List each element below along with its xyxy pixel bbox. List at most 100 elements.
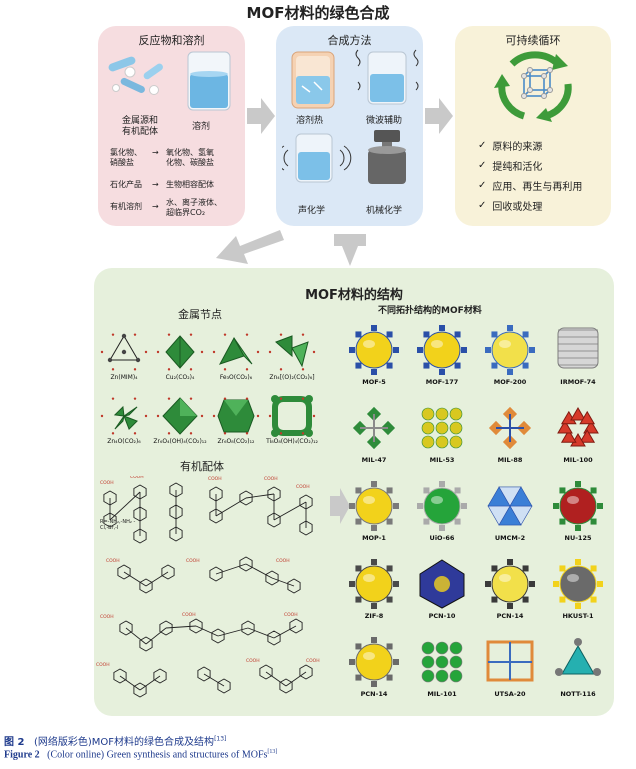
reactants-title: 反应物和溶剂 <box>138 34 205 47</box>
carboxyl-group-label: COOH <box>166 476 180 478</box>
nodes-title: 金属节点 <box>178 308 222 321</box>
mof-structure-icon <box>557 407 599 447</box>
metal-nodes-grid <box>100 333 316 437</box>
mof-structure-icon <box>349 637 399 687</box>
figure-title: MOF材料的绿色合成 <box>246 4 390 22</box>
benzene-ring-icon <box>119 620 133 636</box>
carboxyl-group-label: COOH <box>306 658 320 664</box>
carboxyl-group-label: COOH <box>276 558 290 564</box>
solvent-beaker-icon <box>187 51 231 111</box>
ligands-title: 有机配体 <box>180 460 224 473</box>
carboxyl-group-label: COOH <box>186 558 200 564</box>
metal-node-label: Zr₆O₈(CO₂)₁₂ <box>217 438 255 445</box>
benzene-ring-icon <box>209 566 223 582</box>
carboxyl-group-label: COOH <box>284 612 298 618</box>
metal-node-label: Ti₈O₈(OH)₄(CO₂)₁₂ <box>266 438 318 445</box>
mof-label: MIL-100 <box>563 456 593 464</box>
metal-node-label: Zn₄[(O)₂(CO₂)₆] <box>269 374 315 381</box>
mof-label: MOF-5 <box>362 378 386 386</box>
sonochemistry-icon <box>282 133 352 183</box>
bond-line <box>125 627 147 645</box>
mof-label: MIL-101 <box>427 690 457 698</box>
mof-structure-icon <box>421 641 463 683</box>
mof-structure-icon <box>554 638 602 676</box>
metal-node-icon <box>100 333 148 371</box>
caption-cn: 图 2 (网络版彩色)MOF材料的绿色合成及结构[13] <box>4 735 227 748</box>
metal-node-icon <box>268 395 316 437</box>
mof-label: MIL-53 <box>429 456 455 464</box>
metal-node-icon <box>156 397 204 435</box>
bond-line <box>215 497 247 517</box>
bond-line <box>273 501 307 521</box>
bond-line <box>165 625 197 629</box>
metal-node-label: Zn(MIM)₄ <box>110 374 138 381</box>
method-label: 溶剂热 <box>296 116 324 126</box>
method-label: 微波辅助 <box>366 116 403 126</box>
arrow-icon: → <box>152 202 159 211</box>
mof-label: NOTT-116 <box>560 690 596 698</box>
mof-label: ZIF-8 <box>364 612 384 620</box>
benzene-ring-icon <box>287 578 301 594</box>
mof-structure-icon <box>352 406 396 450</box>
mof-label: UTSA-20 <box>494 690 526 698</box>
benzene-ring-icon <box>133 682 147 698</box>
benzene-ring-icon <box>133 528 147 544</box>
mof-structure-icon <box>419 559 465 609</box>
carboxyl-group-label: COOH <box>246 658 260 664</box>
reactant-row-1-right: 氧化物、氢氧 化物、碳酸盐 <box>166 148 214 167</box>
mof-structure-icon <box>349 481 399 531</box>
pill-icon <box>108 56 163 95</box>
carboxyl-group-label: COOH <box>106 558 120 564</box>
metal-node-label: Zn₄O(CO₂)₆ <box>107 438 141 445</box>
mof-structure-icon <box>417 481 467 531</box>
metal-node-icon <box>212 333 260 371</box>
mof-structure-icon <box>485 559 535 609</box>
reactant-row-1-left: 氯化物、 硝酸盐 <box>110 148 142 167</box>
method-label: 机械化学 <box>366 206 403 216</box>
benzene-ring-icon <box>169 526 183 542</box>
mof-label: PCN-10 <box>428 612 456 620</box>
mof-label: MOP-1 <box>362 534 386 542</box>
mof-structures-grid <box>349 325 603 687</box>
benzene-ring-icon <box>139 636 153 652</box>
solvent-label: 溶剂 <box>192 122 211 132</box>
cycle-item: ✓回收或处理 <box>478 199 543 213</box>
benzene-ring-icon <box>103 512 117 528</box>
bond-line <box>139 675 161 691</box>
mof-label: IRMOF-74 <box>560 378 596 386</box>
bond-line <box>217 627 249 637</box>
bond-line <box>215 563 247 575</box>
microwave-icon <box>355 49 419 105</box>
carboxyl-group-label: COOH <box>130 476 144 480</box>
bond-line <box>245 563 273 579</box>
mof-structure-icon <box>349 559 399 609</box>
down-arrow-icon <box>216 230 284 264</box>
metal-node-icon <box>212 397 260 435</box>
mof-label: MOF-200 <box>493 378 527 386</box>
bond-line <box>273 625 297 639</box>
ligands-illustration: COOH COOH COOH COOH COOH COOH COOH COOH COOH COOH… <box>96 476 320 698</box>
topology-title: 不同拓扑结构的MOF材料 <box>378 306 482 316</box>
metal-node-icon <box>156 333 204 371</box>
mof-structure-icon <box>488 406 532 450</box>
mof-label: PCN-14 <box>496 612 524 620</box>
mof-label: UiO-66 <box>429 534 455 542</box>
substituent-label: R=-NH₂,-NH₂ -Cl,-Br,-I <box>100 519 136 531</box>
benzene-ring-icon <box>241 620 255 636</box>
solvothermal-icon <box>291 51 335 109</box>
cycle-checklist: ✓原料的来源 ✓提纯和活化 ✓应用、再生与再利用 ✓回收或处理 <box>478 135 582 215</box>
cycle-item: ✓原料的来源 <box>478 139 543 153</box>
mof-label: MIL-47 <box>361 456 387 464</box>
methods-title: 合成方法 <box>327 34 372 47</box>
carboxyl-group-label: COOH <box>182 612 196 618</box>
carboxyl-group-label: COOH <box>96 662 110 668</box>
mof-label: HKUST-1 <box>562 612 594 620</box>
methods-illustration <box>282 49 419 184</box>
cycle-item: ✓应用、再生与再利用 <box>478 179 583 193</box>
cycle-title: 可持续循环 <box>505 34 561 47</box>
mof-structure-icon <box>417 325 467 375</box>
bond-line <box>145 627 167 645</box>
bond-line <box>245 493 275 499</box>
benzene-ring-icon <box>239 556 253 572</box>
recycle-icon <box>494 51 572 122</box>
